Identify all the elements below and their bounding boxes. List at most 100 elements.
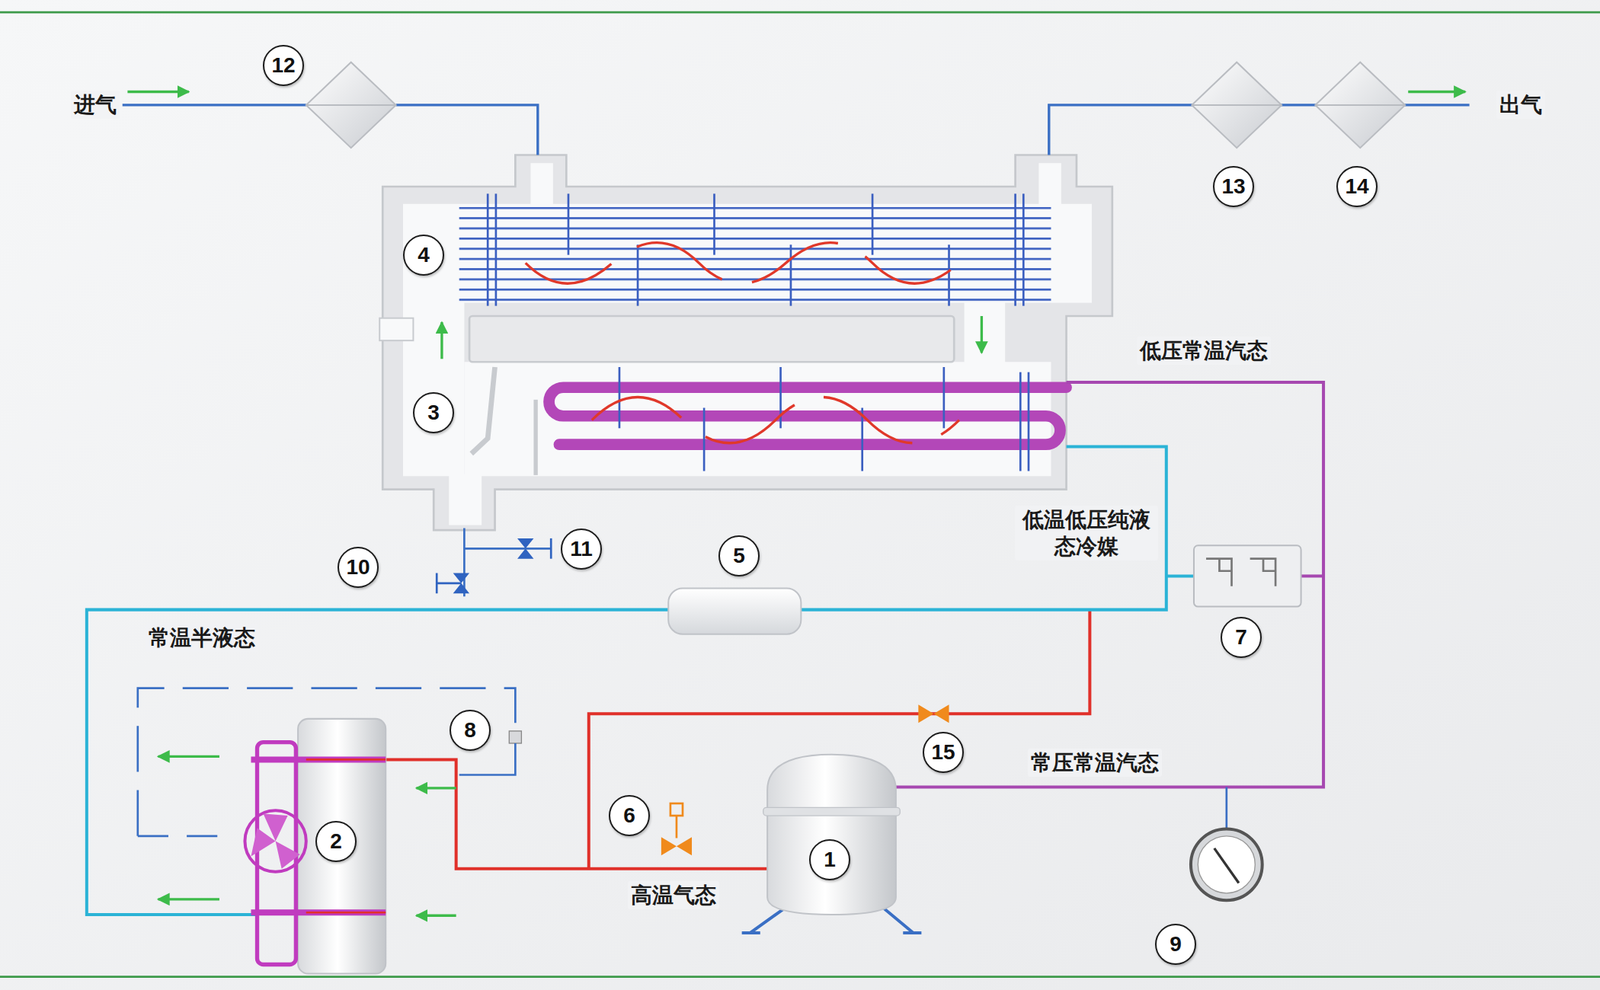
drawing-part: [382, 155, 1113, 532]
drawing-part: [636, 244, 640, 306]
callout-number: 2: [329, 831, 343, 853]
callout-circle: 4: [403, 234, 445, 276]
callout-number: 1: [823, 849, 836, 871]
drawing-part: [1315, 62, 1405, 148]
callout-number: 14: [1344, 176, 1369, 198]
drawing-part: [592, 396, 960, 443]
flow-arrow: [127, 91, 1466, 916]
drawing-part: [619, 367, 1029, 472]
drawing-part: [250, 759, 386, 913]
drawing-part: [471, 367, 496, 455]
drawing-part: [1014, 193, 1017, 306]
callout-number: 5: [732, 545, 746, 567]
drawing-part: [158, 898, 220, 901]
refrigerant-pipe: [86, 382, 1324, 916]
callout-circle: 5: [718, 535, 760, 577]
drawing-part: [1301, 574, 1324, 578]
drawing-part: [1315, 104, 1405, 106]
drawing-part: [0, 976, 1600, 979]
drawing-part: [618, 367, 621, 429]
drawing-part: [1166, 574, 1194, 578]
bypass-valve: [918, 704, 949, 724]
drawing-part: [86, 446, 1167, 916]
drawing-part: [416, 787, 456, 790]
drawing-part: [1214, 848, 1239, 884]
drawing-part: [464, 528, 551, 598]
drawing-part: [508, 731, 522, 744]
drawing-part: [1408, 90, 1466, 93]
callout-number: 6: [623, 805, 636, 827]
drawing-part: [779, 367, 782, 429]
drawing-part: [469, 316, 954, 362]
drawing-part: [517, 538, 534, 560]
callout-number: 13: [1221, 176, 1245, 198]
drawing-part: [980, 316, 983, 353]
drawing-part: [1038, 163, 1061, 206]
callout-circle: 6: [608, 795, 650, 837]
drawing-part: [550, 538, 553, 560]
manual-valve: [661, 803, 692, 856]
pressure-gauge: [1190, 828, 1263, 901]
drawing-part: [533, 400, 538, 476]
drawing-part: [763, 807, 900, 816]
callout-circle: 12: [262, 44, 304, 87]
drawing-part: [306, 62, 397, 148]
state-label: 高温气态: [627, 881, 720, 910]
drawing-part: [964, 300, 1006, 365]
state-label: 低压常温汽态: [1136, 336, 1271, 365]
drawing-part: [767, 755, 896, 916]
drawing-part: [122, 103, 307, 106]
callout-number: 7: [1235, 627, 1248, 649]
drawing-part: [1027, 372, 1031, 472]
state-label: 出气: [1496, 90, 1546, 119]
callout-number: 8: [464, 720, 477, 742]
state-label: 进气: [70, 90, 120, 119]
drawing-part: [567, 193, 570, 255]
drawing-part: [1279, 103, 1316, 106]
callout-number: 9: [1169, 934, 1182, 956]
drawing-part: [379, 318, 413, 341]
drawing-part: [306, 104, 397, 106]
state-label: 常压常温汽态: [1027, 748, 1162, 778]
callout-circle: 1: [809, 839, 851, 881]
drawing-part: [436, 572, 461, 594]
drawing-part: [487, 193, 1024, 306]
filters: [306, 62, 1405, 148]
drawing-part: [0, 11, 1600, 14]
callout-number: 15: [931, 742, 955, 764]
drawing-part: [942, 367, 945, 429]
callout-number: 12: [271, 54, 295, 77]
drawing-part: [137, 835, 220, 838]
drawing-part: [1197, 836, 1255, 894]
drawing-part: [525, 243, 960, 285]
callout-number: 10: [345, 556, 370, 579]
drawing-part: [1022, 193, 1025, 306]
drawing-part: [530, 163, 553, 206]
callout-circle: 11: [560, 528, 602, 570]
expansion-valve-box: [1193, 545, 1302, 607]
drawing-part: [385, 759, 771, 869]
drain-valves: [436, 528, 551, 598]
drawing-part: [495, 193, 498, 306]
state-label: 低温低压纯液态冷媒: [1014, 505, 1159, 561]
drawing-part: [1225, 787, 1228, 831]
drawing-part: [1049, 105, 1194, 156]
drawing-part: [1206, 559, 1276, 587]
drawing-part: [250, 813, 300, 869]
drawing-part: [137, 688, 516, 837]
drawing-part: [790, 244, 793, 306]
drawing-part: [549, 387, 1067, 445]
drawing-part: [1191, 62, 1282, 148]
drawing-part: [486, 193, 490, 306]
compressor: [742, 755, 922, 934]
drawing-part: [1019, 372, 1022, 472]
callout-number: 3: [427, 402, 440, 424]
callout-circle: 2: [315, 821, 357, 863]
callout-circle: 9: [1155, 924, 1197, 966]
drawing-part: [675, 816, 679, 839]
drawing-part: [440, 322, 443, 359]
callout-number: 4: [417, 244, 430, 266]
